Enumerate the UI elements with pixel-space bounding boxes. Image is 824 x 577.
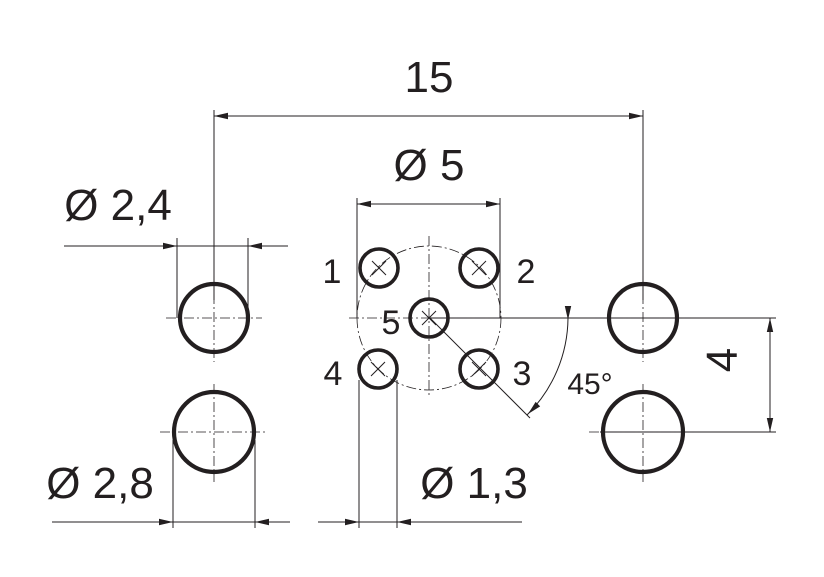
pin-label-4: 4 <box>324 355 343 393</box>
pin-diameter-dimension: Ø 1,3 <box>318 380 528 528</box>
pin-diameter-label: Ø 1,3 <box>420 459 528 508</box>
hole-spacing-label: 4 <box>698 348 747 372</box>
pin-label-5: 5 <box>382 304 401 342</box>
pin-2 <box>458 247 500 289</box>
pin-5 <box>408 297 450 339</box>
hole-spacing-dimension: 4 <box>600 317 776 433</box>
mounting-hole-right-upper <box>595 276 691 362</box>
mounting-hole-right-lower <box>589 384 697 482</box>
overall-width-dimension: 15 <box>213 53 644 300</box>
mounting-hole-left-upper <box>166 276 262 362</box>
pin-4 <box>357 348 399 390</box>
overall-width-label: 15 <box>405 53 454 102</box>
pin-angle-dimension: 45° <box>429 306 613 419</box>
upper-hole-diameter-label: Ø 2,4 <box>64 181 172 230</box>
pin-circle-diameter-dimension: Ø 5 <box>356 141 501 318</box>
pin-label-1: 1 <box>323 253 342 291</box>
pin-angle-label: 45° <box>567 368 612 401</box>
pin-circle-diameter-label: Ø 5 <box>394 141 465 190</box>
pin-3 <box>458 348 500 390</box>
lower-hole-diameter-label: Ø 2,8 <box>46 459 154 508</box>
lower-hole-diameter-dimension: Ø 2,8 <box>46 440 290 528</box>
pin-label-3: 3 <box>513 355 532 393</box>
upper-hole-diameter-dimension: Ø 2,4 <box>64 181 288 318</box>
mounting-hole-left-lower <box>160 384 268 482</box>
pin-1 <box>358 247 400 289</box>
pin-label-2: 2 <box>517 253 536 291</box>
